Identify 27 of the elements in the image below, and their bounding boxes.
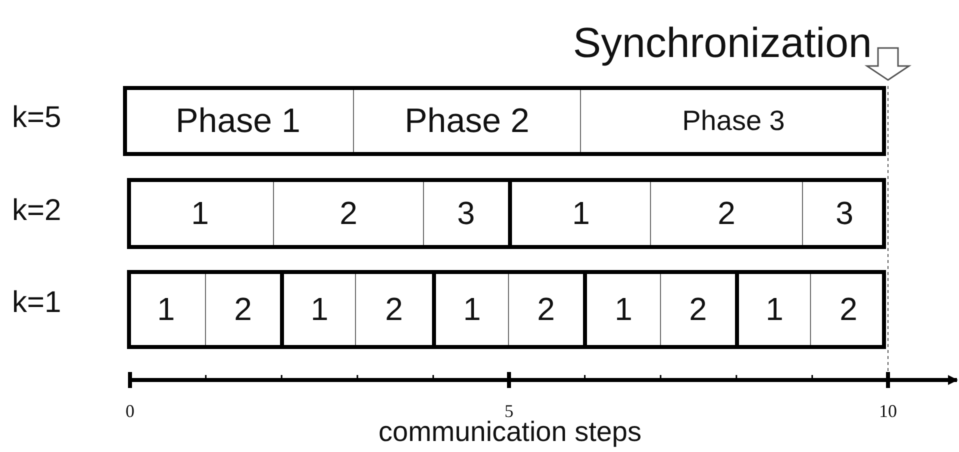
phase-cell: 2 (273, 182, 423, 245)
heading-text: Synchronization (573, 22, 872, 64)
phase-cell: 2 (810, 274, 886, 345)
phase-cell: 1 (735, 274, 810, 345)
phase-cell: Phase 1 (123, 90, 353, 152)
phase-cell: Phase 2 (353, 90, 580, 152)
phase-cell: 2 (650, 182, 802, 245)
tick-label: 10 (879, 402, 897, 420)
axis-label: communication steps (378, 418, 642, 446)
phase-cell: 3 (423, 182, 508, 245)
tick-label: 0 (126, 402, 134, 420)
phase-cell: 2 (660, 274, 735, 345)
tick-label: 5 (504, 402, 514, 420)
phase-cell: Phase 3 (580, 90, 886, 152)
phase-cell: 2 (508, 274, 583, 345)
phase-cell: 1 (432, 274, 508, 345)
phase-cell: 1 (127, 274, 205, 345)
phase-cell: 2 (205, 274, 280, 345)
row-label: k=2 (12, 196, 62, 226)
phase-cell: 1 (127, 182, 273, 245)
row-label: k=1 (12, 288, 62, 318)
phase-cell: 1 (280, 274, 355, 345)
phase-cell: 1 (583, 274, 660, 345)
row-label: k=5 (12, 103, 62, 133)
phase-cell: 2 (355, 274, 432, 345)
phase-cell: 1 (508, 182, 650, 245)
phase-cell: 3 (802, 182, 886, 245)
